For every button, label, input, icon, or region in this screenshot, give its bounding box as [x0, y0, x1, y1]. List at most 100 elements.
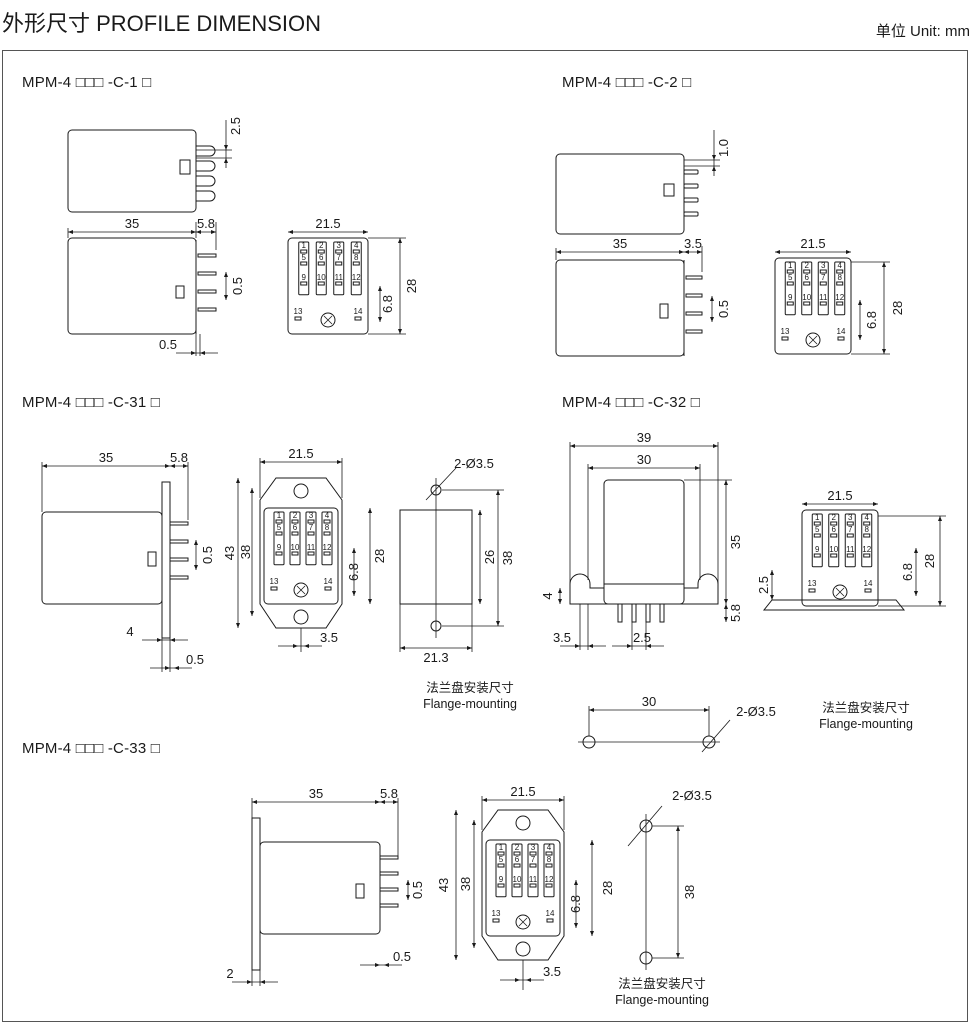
terminal-number: 14 [546, 909, 555, 918]
arrowhead [526, 978, 531, 982]
terminal-number: 2 [319, 241, 324, 250]
pin [685, 293, 703, 298]
arrowhead [710, 317, 714, 322]
model-label-c1: MPM-4 □□□ -C-1 □ [22, 74, 152, 91]
arrowhead [380, 800, 385, 804]
dimension-pin-width: 0.5 [230, 277, 245, 295]
dimension-base: 0.5 [159, 337, 177, 352]
dimension-height-35: 35 [728, 535, 743, 549]
terminal-number: 2 [293, 511, 298, 520]
pin-profile [196, 175, 216, 187]
dimension-coil: 6.8 [864, 311, 879, 329]
terminal-slot [781, 336, 789, 341]
terminal-number: 13 [781, 327, 790, 336]
terminal-number: 4 [325, 511, 330, 520]
terminal-number: 1 [499, 843, 504, 852]
unit-label: 单位 Unit: mm [875, 23, 970, 40]
terminal-number: 2 [832, 513, 837, 522]
dimension-pin-width: 0.5 [200, 546, 215, 564]
dimension-slot: 3.5 [320, 630, 338, 645]
terminal-slot [352, 281, 360, 286]
terminal-number: 13 [492, 909, 501, 918]
arrowhead [368, 599, 372, 604]
terminal-pin [543, 843, 555, 898]
arrowhead [157, 638, 162, 642]
terminal-number: 4 [354, 241, 359, 250]
arrowhead [183, 464, 188, 468]
terminal-number: 2 [515, 843, 520, 852]
terminal-pin [350, 241, 362, 296]
pin-profile [196, 145, 216, 157]
terminal-number: 1 [788, 261, 793, 270]
pin [169, 539, 189, 544]
terminal-slot [275, 519, 283, 524]
terminal-number: 8 [865, 525, 870, 534]
dimension-width: 21.5 [315, 216, 340, 231]
arrowhead [211, 230, 216, 234]
indicator-window [663, 183, 675, 197]
terminal-number: 9 [302, 273, 307, 282]
flange-caption-en: Flange-mounting [423, 697, 517, 711]
arrowhead [712, 166, 716, 171]
extension-line [701, 719, 731, 753]
terminal-number: 4 [838, 261, 843, 270]
terminal-slot [354, 316, 362, 321]
dimension-length: 35 [309, 786, 323, 801]
arrowhead [496, 621, 500, 626]
arrowhead [704, 708, 709, 712]
arrowhead [938, 516, 942, 521]
arrowhead [236, 478, 240, 483]
relay-side-outline [555, 259, 685, 357]
arrowhead [170, 638, 175, 642]
arrowhead [478, 599, 482, 604]
indicator-circle [293, 582, 309, 598]
terminal-slot [270, 586, 278, 591]
terminal-slot [529, 851, 537, 856]
indicator-cross [835, 587, 845, 597]
indicator-circle [515, 914, 531, 930]
terminal-slot [323, 551, 331, 556]
dimension-flange-2-5: 2.5 [756, 576, 771, 594]
dimension-pin-pitch: 1.0 [716, 139, 731, 157]
terminal-number: 6 [319, 253, 324, 262]
terminal-pin [298, 241, 310, 296]
arrowhead [710, 296, 714, 301]
terminal-number: 8 [354, 253, 359, 262]
terminal-slot [863, 533, 871, 538]
relay-top-outline [555, 153, 685, 235]
arrowhead [873, 502, 878, 506]
arrowhead [724, 617, 728, 622]
arrowhead [559, 798, 564, 802]
dimension-pin-width: 0.5 [410, 881, 425, 899]
arrowhead [352, 548, 356, 553]
terminal-face-outline [774, 257, 852, 355]
terminal-number: 8 [838, 273, 843, 282]
extension-line [627, 805, 663, 847]
arrowhead [914, 548, 918, 553]
terminal-number: 1 [277, 511, 282, 520]
arrowhead [250, 488, 254, 493]
arrowhead [293, 644, 298, 648]
arrowhead [260, 460, 265, 464]
arrowhead [398, 238, 402, 243]
arrowhead [697, 250, 702, 254]
pin [683, 197, 699, 203]
dimension-flange: 2 [226, 966, 233, 981]
indicator-window [175, 285, 185, 299]
arrowhead [478, 510, 482, 515]
terminal-slot [335, 249, 343, 254]
dimension-width-30: 30 [637, 452, 651, 467]
arrowhead [724, 599, 728, 604]
terminal-slot [492, 918, 500, 923]
dimension-pin-pitch: 2.5 [228, 117, 243, 135]
model-label-c31: MPM-4 □□□ -C-31 □ [22, 394, 160, 411]
terminal-number: 12 [323, 543, 332, 552]
dimension-height: 28 [890, 301, 905, 315]
relay-top-outline [67, 129, 197, 213]
dimension-pin-5-8: 5.8 [728, 604, 743, 622]
terminal-number: 10 [802, 293, 811, 302]
terminal-number: 10 [291, 543, 300, 552]
terminal-number: 3 [531, 843, 536, 852]
pin [683, 169, 699, 175]
